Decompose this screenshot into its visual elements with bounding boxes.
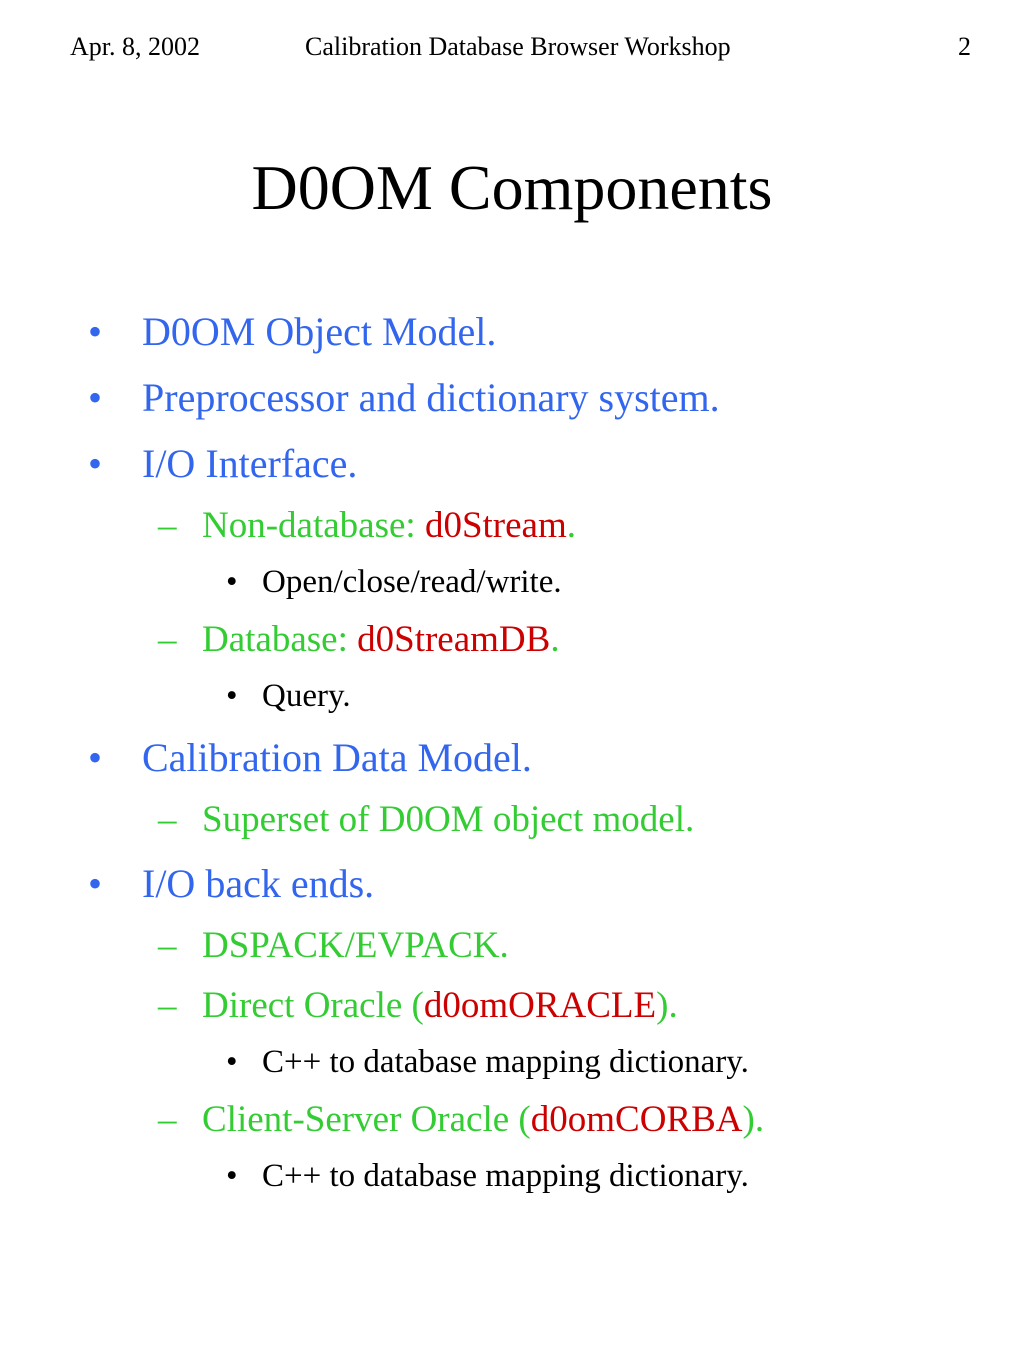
detail-item-text: Open/close/read/write. (262, 564, 562, 600)
list-item-text: Calibration Data Model. (142, 735, 532, 780)
list-item-text: D0OM Object Model. (142, 309, 497, 354)
sub-item-suffix: . (566, 505, 577, 546)
dash-marker: – (158, 505, 177, 546)
sub-item-text: Non-database: d0Stream. (202, 504, 576, 548)
bullet-marker: • (88, 861, 103, 906)
sub-item-text: DSPACK/EVPACK. (202, 925, 509, 966)
bullet-marker: • (88, 441, 103, 486)
class-name-highlight: d0omORACLE (423, 985, 657, 1026)
class-name-highlight: d0Stream (424, 505, 567, 546)
dash-marker: – (158, 925, 177, 966)
class-name-highlight: d0omCORBA (530, 1099, 743, 1140)
sub-item-prefix: Direct Oracle ( (202, 985, 424, 1026)
sub-item-prefix: Non-database: (202, 505, 425, 546)
header-date: Apr. 8, 2002 (70, 32, 200, 61)
list-item-text: I/O Interface. (142, 441, 358, 486)
list-item-text: Preprocessor and dictionary system. (142, 375, 720, 420)
sub-item-suffix: ). (656, 985, 678, 1026)
bullet-marker: • (88, 375, 103, 420)
bullet-marker: • (88, 735, 103, 780)
sub-item-suffix: ). (742, 1099, 765, 1140)
sub-item-text: Superset of D0OM object model. (202, 799, 695, 840)
detail-item-text: C++ to database mapping dictionary. (262, 1044, 749, 1080)
detail-item-text: C++ to database mapping dictionary. (262, 1158, 749, 1194)
dash-marker: – (158, 799, 177, 840)
bullet-marker: • (226, 678, 238, 714)
sub-item-text: Direct Oracle (d0omORACLE). (202, 984, 678, 1028)
slide-title: D0OM Components (251, 152, 773, 223)
class-name-highlight: d0StreamDB (357, 619, 551, 660)
header-title: Calibration Database Browser Workshop (305, 32, 731, 61)
bullet-marker: • (226, 564, 238, 600)
sub-item-suffix: . (550, 619, 560, 660)
dash-marker: – (158, 619, 177, 660)
sub-item-prefix: Database: (202, 619, 358, 660)
bullet-marker: • (226, 1044, 238, 1080)
dash-marker: – (158, 1099, 177, 1140)
bullet-marker: • (88, 309, 103, 354)
sub-item-text: Client-Server Oracle (d0omCORBA). (202, 1098, 764, 1142)
bullet-marker: • (226, 1158, 238, 1194)
dash-marker: – (158, 985, 177, 1026)
list-item-text: I/O back ends. (142, 861, 375, 906)
detail-item-text: Query. (262, 678, 351, 714)
sub-item-text: Database: d0StreamDB. (202, 618, 560, 662)
header-page-number: 2 (958, 32, 971, 61)
sub-item-prefix: Client-Server Oracle ( (202, 1099, 531, 1140)
